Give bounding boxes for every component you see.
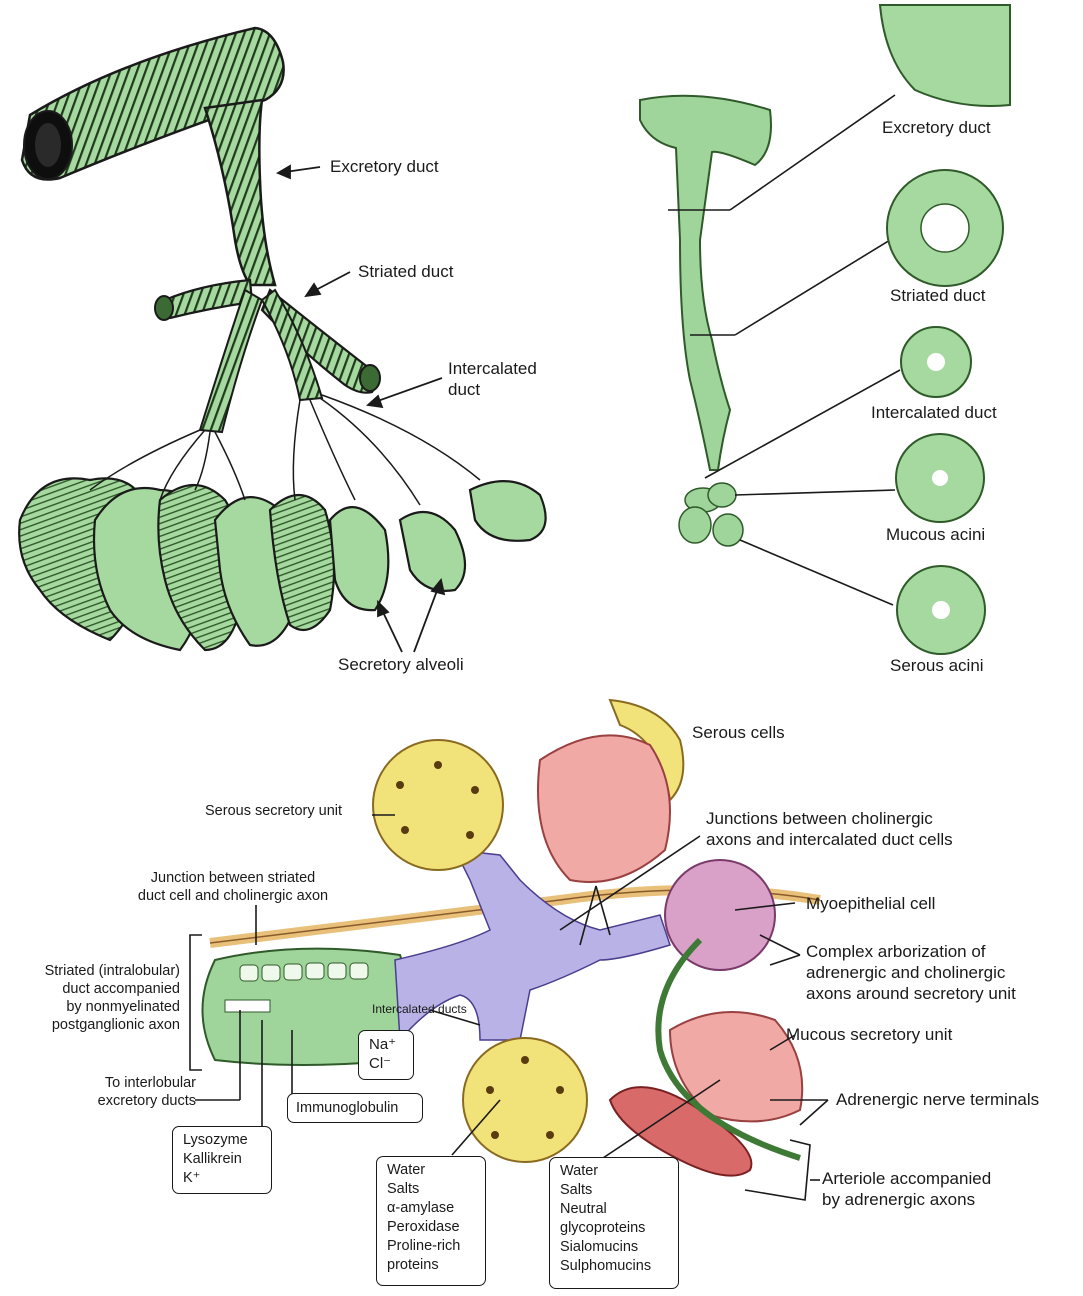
- box-ions: Na⁺ Cl⁻: [358, 1030, 414, 1080]
- box-immunoglobulin: Immunoglobulin: [287, 1093, 423, 1123]
- box-line: Na⁺: [369, 1035, 403, 1054]
- label-striated-duct-left: Striated duct: [358, 261, 453, 282]
- label-striated-intralobular: Striated (intralobular) duct accompanied…: [6, 962, 180, 1034]
- label-line: by nonmyelinated: [6, 998, 180, 1016]
- label-line: Junction between striated: [118, 869, 348, 887]
- label-intercalated-duct-right: Intercalated duct: [871, 402, 997, 423]
- box-line: Water: [387, 1161, 475, 1180]
- label-line: duct: [448, 379, 537, 400]
- label-line: axons around secretory unit: [806, 983, 1016, 1004]
- label-complex-arborization: Complex arborization of adrenergic and c…: [806, 941, 1016, 1004]
- label-mucous-secretory-unit: Mucous secretory unit: [786, 1024, 952, 1045]
- box-line: Sulphomucins: [560, 1257, 668, 1276]
- label-arteriole: Arteriole accompanied by adrenergic axon…: [822, 1168, 991, 1210]
- label-line: postganglionic axon: [6, 1016, 180, 1034]
- box-line: Immunoglobulin: [296, 1099, 414, 1118]
- label-line: by adrenergic axons: [822, 1189, 991, 1210]
- label-line: Junctions between cholinergic: [706, 808, 953, 829]
- label-line: Striated (intralobular): [6, 962, 180, 980]
- label-line: Complex arborization of: [806, 941, 1016, 962]
- label-line: duct cell and cholinergic axon: [118, 887, 348, 905]
- box-line: Sialomucins: [560, 1238, 668, 1257]
- label-line: axons and intercalated duct cells: [706, 829, 953, 850]
- box-line: Salts: [387, 1180, 475, 1199]
- label-serous-cells: Serous cells: [692, 722, 785, 743]
- box-line: Neutral: [560, 1200, 668, 1219]
- label-junctions-cholinergic: Junctions between cholinergic axons and …: [706, 808, 953, 850]
- label-striated-duct-right: Striated duct: [890, 285, 985, 306]
- label-line: adrenergic and cholinergic: [806, 962, 1016, 983]
- box-line: K⁺: [183, 1169, 261, 1188]
- label-myoepithelial-cell: Myoepithelial cell: [806, 893, 935, 914]
- duct-cross-section-diagram: [640, 5, 1010, 654]
- label-line: Intercalated: [448, 358, 537, 379]
- label-intercalated-duct-left: Intercalated duct: [448, 358, 537, 400]
- label-line: excretory ducts: [50, 1092, 196, 1110]
- label-junction-striated: Junction between striated duct cell and …: [118, 869, 348, 905]
- box-line: Water: [560, 1162, 668, 1181]
- box-line: Proline-rich: [387, 1237, 475, 1256]
- label-line: To interlobular: [50, 1074, 196, 1092]
- label-excretory-duct-right: Excretory duct: [882, 117, 991, 138]
- box-line: proteins: [387, 1256, 475, 1275]
- box-serous-secretions: Water Salts α-amylase Peroxidase Proline…: [376, 1156, 486, 1286]
- label-to-interlobular: To interlobular excretory ducts: [50, 1074, 196, 1110]
- box-line: Cl⁻: [369, 1054, 403, 1073]
- label-serous-secretory-unit: Serous secretory unit: [205, 802, 342, 820]
- duct-tree-diagram: [19, 28, 545, 650]
- label-line: Arteriole accompanied: [822, 1168, 991, 1189]
- label-adrenergic-terminals: Adrenergic nerve terminals: [836, 1089, 1039, 1110]
- label-intercalated-ducts: Intercalated ducts: [372, 1002, 467, 1017]
- box-line: glycoproteins: [560, 1219, 668, 1238]
- label-secretory-alveoli: Secretory alveoli: [338, 654, 464, 675]
- box-line: α-amylase: [387, 1199, 475, 1218]
- box-line: Salts: [560, 1181, 668, 1200]
- box-line: Kallikrein: [183, 1150, 261, 1169]
- label-serous-acini: Serous acini: [890, 655, 984, 676]
- box-mucous-secretions: Water Salts Neutral glycoproteins Sialom…: [549, 1157, 679, 1289]
- box-lysozyme: Lysozyme Kallikrein K⁺: [172, 1126, 272, 1194]
- label-line: duct accompanied: [6, 980, 180, 998]
- box-line: Lysozyme: [183, 1131, 261, 1150]
- label-excretory-duct-left: Excretory duct: [330, 156, 439, 177]
- label-mucous-acini: Mucous acini: [886, 524, 985, 545]
- box-line: Peroxidase: [387, 1218, 475, 1237]
